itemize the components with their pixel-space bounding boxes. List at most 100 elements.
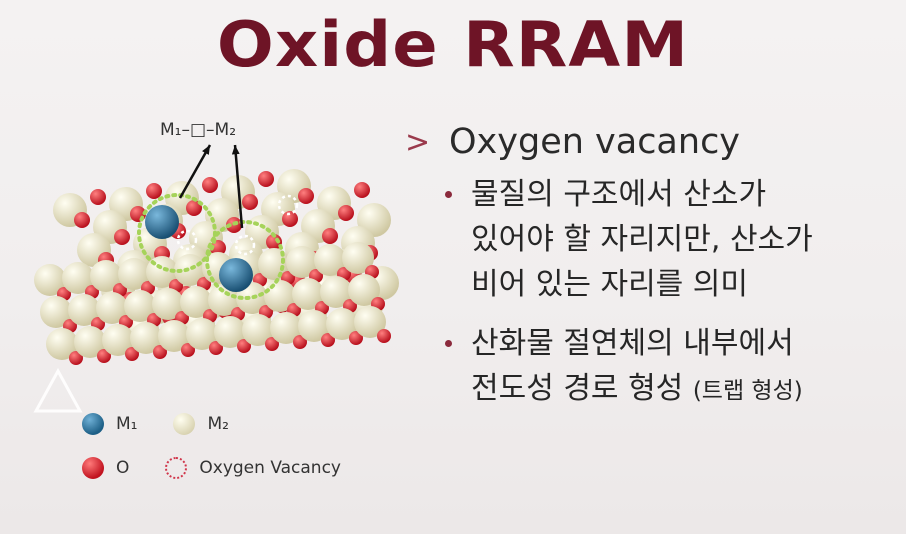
bullet-note: (트랩 형성) [692,378,803,404]
m2-atom [242,314,274,346]
m2-atom [292,278,324,310]
slide-title: Oxide RRAM [216,8,690,81]
oxygen-atom [377,329,391,343]
m2-atom [314,244,346,276]
bullet-item: 물질의 구조에서 산소가 있어야 할 자리지만, 산소가 비어 있는 자리를 의… [445,172,900,307]
m2-atom [96,292,128,324]
bullet-dot-icon [445,340,452,347]
m2-atom [214,316,246,348]
oxygen-atom [298,188,314,204]
oxygen-atom [322,228,338,244]
oxygen-atom [114,229,130,245]
section-heading-row: > Oxygen vacancy [405,118,900,166]
oxygen-atom [237,339,251,353]
m2-atom [174,254,206,286]
m2-atom [208,284,240,316]
m2-atom [102,324,134,356]
oxygen-atom [181,343,195,357]
m2-atom [68,294,100,326]
oxygen-atom [125,347,139,361]
oxygen-ball-icon [82,457,104,479]
m2-atom [62,262,94,294]
vacancy-highlight-ring [205,220,285,300]
oxygen-atom [69,351,83,365]
oxygen-atom [210,240,226,256]
vacancy-dotted-circle-icon [165,457,188,479]
m2-atom [180,286,212,318]
legend-item-vacancy: Oxygen Vacancy [165,457,341,479]
bullet-line: 전도성 경로 형성 (트랩 형성) [471,366,900,414]
oxygen-atom [293,335,307,349]
bullet-line: 물질의 구조에서 산소가 [471,177,767,212]
oxygen-vacancy [277,194,299,216]
legend-label: M₂ [207,414,229,434]
m2-atom [46,328,78,360]
chevron-right-icon: > [405,124,431,160]
m2-atom [152,288,184,320]
legend-item-m1: M₁ [82,413,137,435]
oxygen-vacancy [176,229,198,251]
m2-atom [130,322,162,354]
oxygen-atom [265,337,279,351]
legend-label: M₁ [116,414,138,434]
m2-atom [342,242,374,274]
pointer-arrow [233,144,244,229]
m2-atom [326,308,358,340]
m2-atom [348,274,380,306]
content-panel: > Oxygen vacancy 물질의 구조에서 산소가 있어야 할 자리지만… [405,118,900,428]
m2-atom [124,290,156,322]
bullet-item: 산화물 절연체의 내부에서 전도성 경로 형성 (트랩 형성) [445,321,900,414]
m2-atom [270,312,302,344]
bullet-list: 물질의 구조에서 산소가 있어야 할 자리지만, 산소가 비어 있는 자리를 의… [445,172,900,414]
oxygen-atom [282,211,298,227]
vacancy-highlight-ring [137,193,217,273]
oxygen-atom [242,194,258,210]
m2-ball-icon [173,413,196,435]
m2-atom [40,296,72,328]
m2-atom [354,306,386,338]
oxygen-atom [321,333,335,347]
oxygen-atom [202,177,218,193]
m1-atom [145,205,179,239]
m2-atom [186,318,218,350]
oxygen-atom [349,331,363,345]
bullet-dot-icon [445,191,452,198]
arrowhead-icon [231,145,240,155]
legend: M₁ M₂ O Oxygen Vacancy [82,402,377,490]
m2-atom [158,320,190,352]
m2-atom [90,260,122,292]
oxygen-atom [258,171,274,187]
oxygen-vacancy [234,234,256,256]
oxygen-atom [74,212,90,228]
oxygen-atom [186,200,202,216]
legend-label: Oxygen Vacancy [199,458,341,478]
oxygen-atom [209,341,223,355]
oxygen-atom [354,182,370,198]
bullet-line: 산화물 절연체의 내부에서 [471,326,794,361]
m2-atom [320,276,352,308]
oxygen-atom [97,349,111,363]
oxygen-atom [153,345,167,359]
vacancy-formula: M₁–□–M₂ [160,120,237,140]
m1-ball-icon [82,413,104,435]
bullet-line: 있어야 할 자리지만, 산소가 [471,222,813,257]
oxygen-atom [90,189,106,205]
m1-atom [219,258,253,292]
oxygen-atom [338,205,354,221]
pointer-arrow [178,144,212,199]
section-heading: Oxygen vacancy [449,122,741,162]
m2-atom [34,264,66,296]
bullet-line: 비어 있는 자리를 의미 [471,267,749,302]
arrowhead-icon [202,145,210,155]
triangle-decoration-icon [33,367,83,413]
bullet-line-text: 전도성 경로 형성 [471,371,684,406]
oxygen-atom [146,183,162,199]
m2-atom [298,310,330,342]
legend-item-oxygen: O [82,457,129,479]
legend-label: O [116,458,130,478]
legend-item-m2: M₂ [173,413,229,435]
m2-atom [118,258,150,290]
crystal-lattice-diagram [34,144,399,365]
m2-atom [286,246,318,278]
m2-atom [74,326,106,358]
